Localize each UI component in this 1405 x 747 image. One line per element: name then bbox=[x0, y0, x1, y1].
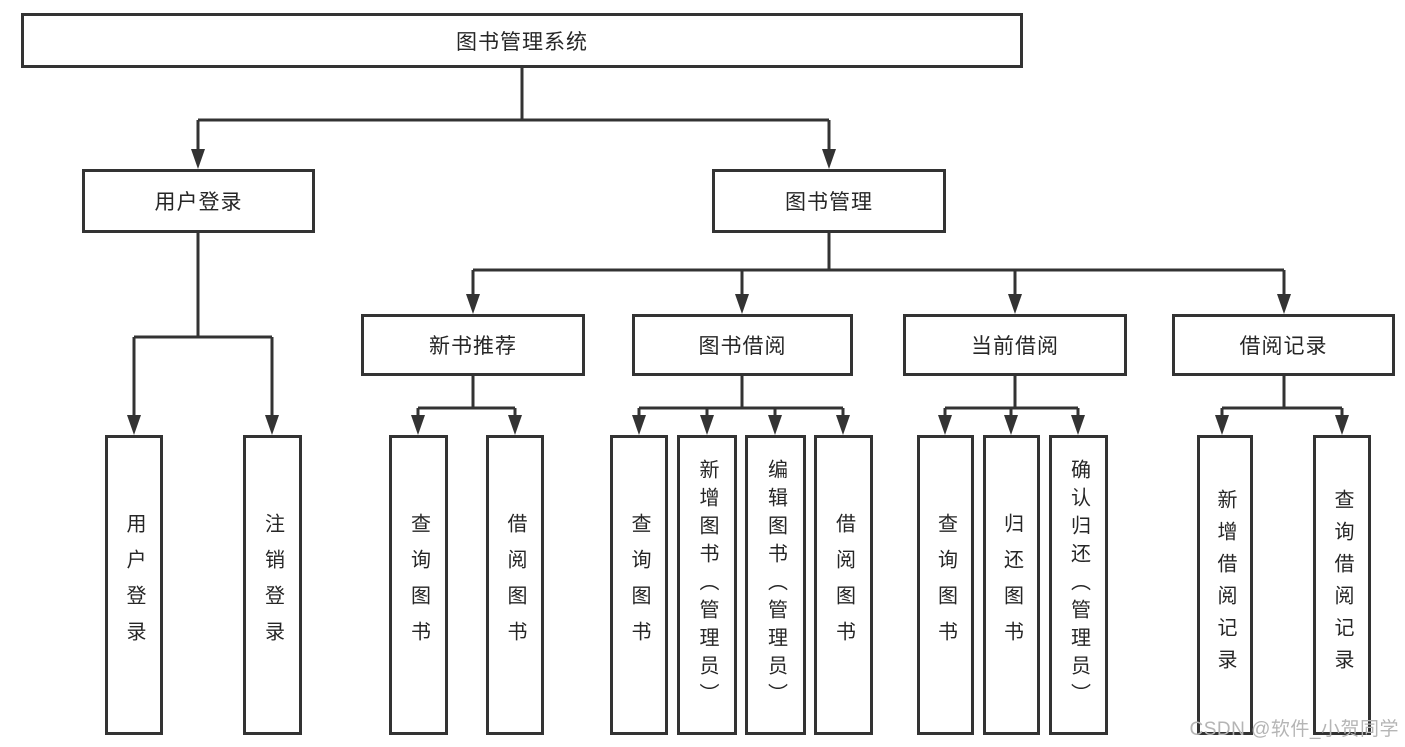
node-user-login: 用户登录 bbox=[82, 169, 315, 233]
node-root-label: 图书管理系统 bbox=[456, 30, 588, 54]
leaf-query-books-current: 查询图书 bbox=[917, 435, 974, 735]
node-root: 图书管理系统 bbox=[21, 13, 1023, 68]
csdn-watermark: CSDN @软件_小贺同学 bbox=[1189, 719, 1399, 740]
node-borrow-records: 借阅记录 bbox=[1172, 314, 1395, 376]
node-book-borrow: 图书借阅 bbox=[632, 314, 853, 376]
leaf-query-books-borrow: 查询图书 bbox=[610, 435, 668, 735]
leaf-query-books-current-label: 查询图书 bbox=[934, 513, 957, 657]
leaf-user-login: 用户登录 bbox=[105, 435, 163, 735]
leaf-confirm-return-admin-label: 确认归还（管理员） bbox=[1067, 459, 1090, 711]
leaf-edit-book-admin: 编辑图书（管理员） bbox=[745, 435, 806, 735]
node-book-management-label: 图书管理 bbox=[785, 191, 873, 214]
leaf-query-books-borrow-label: 查询图书 bbox=[628, 513, 650, 657]
leaf-query-books-recommend: 查询图书 bbox=[389, 435, 448, 735]
leaf-add-borrow-record: 新增借阅记录 bbox=[1197, 435, 1253, 735]
leaf-add-book-admin-label: 新增图书（管理员） bbox=[696, 459, 718, 711]
node-borrow-records-label: 借阅记录 bbox=[1239, 335, 1328, 358]
leaf-borrow-books-recommend: 借阅图书 bbox=[486, 435, 544, 735]
node-book-borrow-label: 图书借阅 bbox=[698, 335, 787, 358]
leaf-borrow-books-recommend-label: 借阅图书 bbox=[504, 513, 526, 657]
leaf-return-books: 归还图书 bbox=[983, 435, 1040, 735]
leaf-add-book-admin: 新增图书（管理员） bbox=[677, 435, 737, 735]
leaf-return-books-label: 归还图书 bbox=[1000, 513, 1023, 657]
node-book-management: 图书管理 bbox=[712, 169, 946, 233]
node-current-borrow-label: 当前借阅 bbox=[971, 335, 1059, 358]
leaf-edit-book-admin-label: 编辑图书（管理员） bbox=[764, 459, 787, 711]
leaf-borrow-books: 借阅图书 bbox=[814, 435, 873, 735]
arrowheads bbox=[127, 149, 1349, 435]
leaf-borrow-books-label: 借阅图书 bbox=[832, 513, 855, 657]
leaf-query-borrow-record: 查询借阅记录 bbox=[1313, 435, 1371, 735]
leaf-add-borrow-record-label: 新增借阅记录 bbox=[1214, 489, 1236, 681]
node-new-book-recommend: 新书推荐 bbox=[361, 314, 585, 376]
node-user-login-label: 用户登录 bbox=[154, 191, 243, 214]
leaf-query-books-recommend-label: 查询图书 bbox=[407, 513, 430, 657]
leaf-logout: 注销登录 bbox=[243, 435, 302, 735]
leaf-confirm-return-admin: 确认归还（管理员） bbox=[1049, 435, 1108, 735]
leaf-logout-label: 注销登录 bbox=[261, 513, 284, 657]
node-new-book-recommend-label: 新书推荐 bbox=[429, 335, 517, 358]
node-current-borrow: 当前借阅 bbox=[903, 314, 1127, 376]
leaf-user-login-label: 用户登录 bbox=[123, 513, 145, 657]
leaf-query-borrow-record-label: 查询借阅记录 bbox=[1331, 489, 1353, 681]
